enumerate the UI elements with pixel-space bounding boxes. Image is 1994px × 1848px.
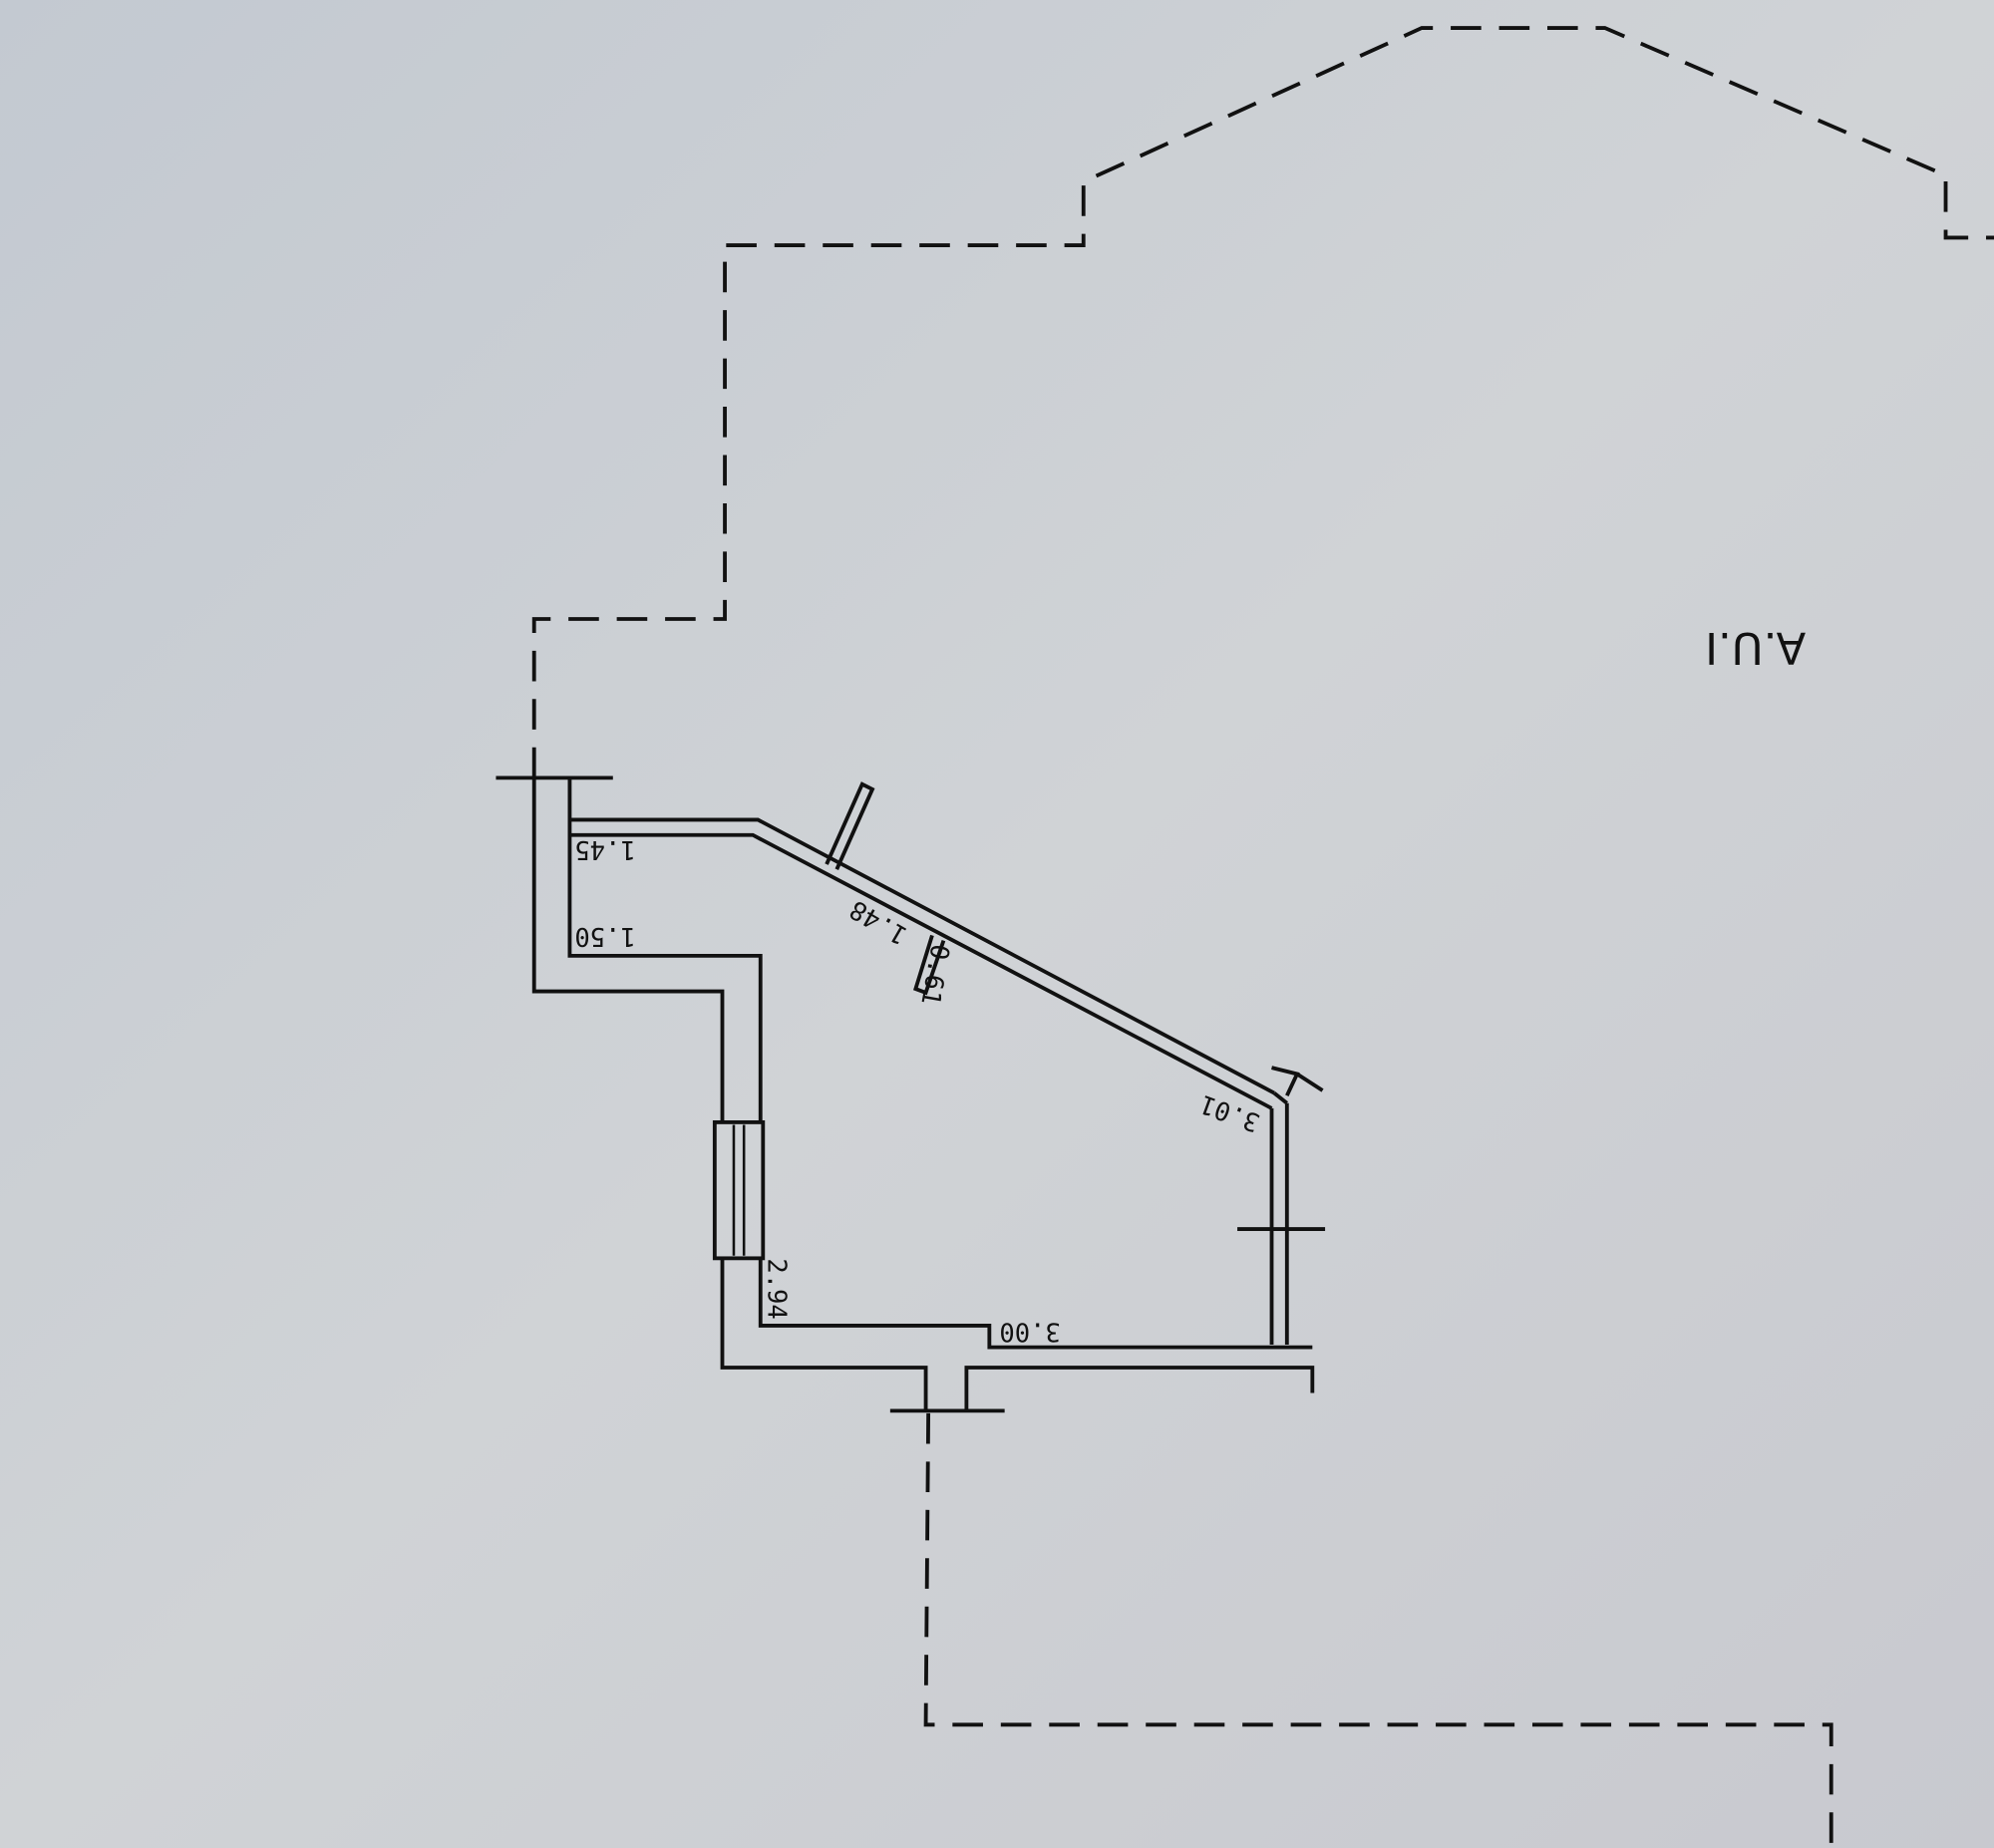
- dimension-label: 1.50: [574, 921, 635, 951]
- property-boundary-lower: [923, 1412, 1833, 1848]
- walls: [496, 775, 1326, 1413]
- property-boundary-upper: [531, 26, 1994, 778]
- dimension-label: 1.45: [574, 834, 635, 864]
- dimension-label: 3.00: [999, 1316, 1060, 1346]
- window: [712, 1120, 766, 1261]
- dimension-label: 2.94: [761, 1258, 791, 1319]
- unit-label: A.U.I: [1705, 622, 1806, 672]
